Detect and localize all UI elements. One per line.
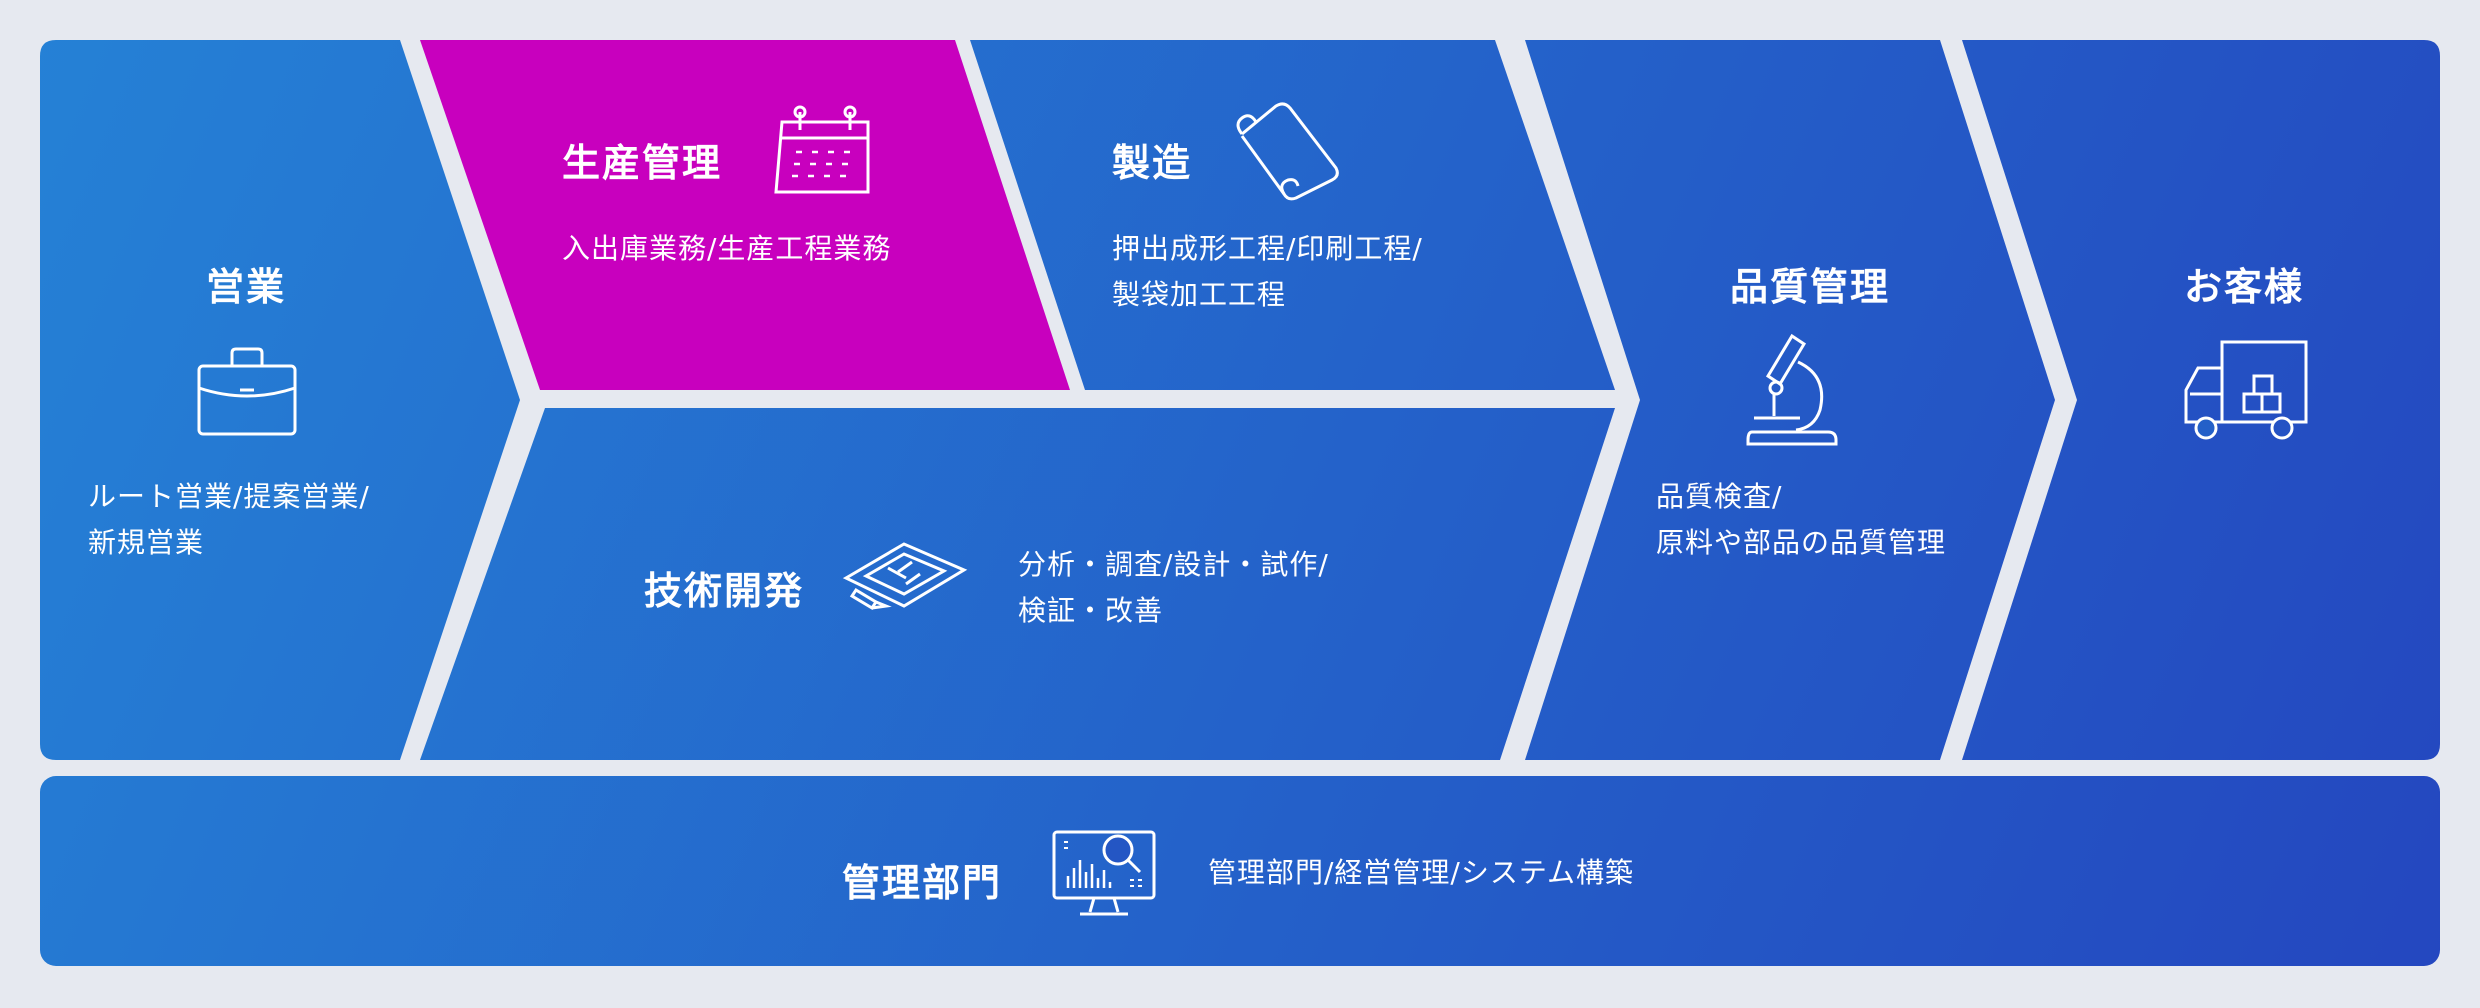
quality-desc-line: 原料や部品の品質管理 xyxy=(1656,526,1947,559)
briefcase-icon xyxy=(196,346,298,438)
manufacturing-desc-line: 押出成形工程/印刷工程/ xyxy=(1112,232,1423,265)
segment-customer-shape xyxy=(1962,40,2440,760)
microscope-icon xyxy=(1744,332,1840,450)
production-management-desc-line: 入出庫業務/生産工程業務 xyxy=(562,232,892,265)
rnd-desc: 分析・調査/設計・試作/ 検証・改善 xyxy=(1018,542,1329,634)
segment-manufacturing-shape xyxy=(970,40,1615,390)
customer-title: お客様 xyxy=(2184,265,2305,309)
rnd-title: 技術開発 xyxy=(644,569,805,613)
quality-desc: 品質検査/ 原料や部品の品質管理 xyxy=(1656,474,1946,566)
segment-admin-shape xyxy=(40,776,2440,966)
blueprint-icon xyxy=(842,540,968,618)
calendar-icon xyxy=(772,104,878,200)
segment-rnd-shape xyxy=(420,408,1615,760)
rnd-desc-line: 検証・改善 xyxy=(1018,594,1164,627)
sales-desc-line: 新規営業 xyxy=(88,526,205,559)
admin-desc-line: 管理部門/経営管理/システム構築 xyxy=(1208,856,1635,889)
delivery-truck-icon xyxy=(2182,338,2310,444)
rnd-desc-line: 分析・調査/設計・試作/ xyxy=(1018,548,1329,581)
admin-desc: 管理部門/経営管理/システム構築 xyxy=(1208,850,1634,896)
manufacturing-desc: 押出成形工程/印刷工程/ 製袋加工工程 xyxy=(1112,226,1423,318)
admin-title: 管理部門 xyxy=(842,861,1003,905)
sales-desc: ルート営業/提案営業/ 新規営業 xyxy=(88,474,370,566)
quality-desc-line: 品質検査/ xyxy=(1656,480,1783,513)
segment-sales-shape xyxy=(40,40,520,760)
manufacturing-title: 製造 xyxy=(1112,141,1193,185)
scroll-icon xyxy=(1232,102,1346,202)
production-management-desc: 入出庫業務/生産工程業務 xyxy=(562,226,891,272)
manufacturing-desc-line: 製袋加工工程 xyxy=(1112,278,1287,311)
sales-desc-line: ルート営業/提案営業/ xyxy=(88,480,370,513)
quality-title: 品質管理 xyxy=(1730,265,1891,309)
analytics-monitor-icon xyxy=(1050,824,1158,920)
segment-production-management-shape xyxy=(420,40,1070,390)
segment-quality-shape xyxy=(1525,40,2055,760)
sales-title: 営業 xyxy=(206,265,287,309)
production-management-title: 生産管理 xyxy=(562,141,723,185)
